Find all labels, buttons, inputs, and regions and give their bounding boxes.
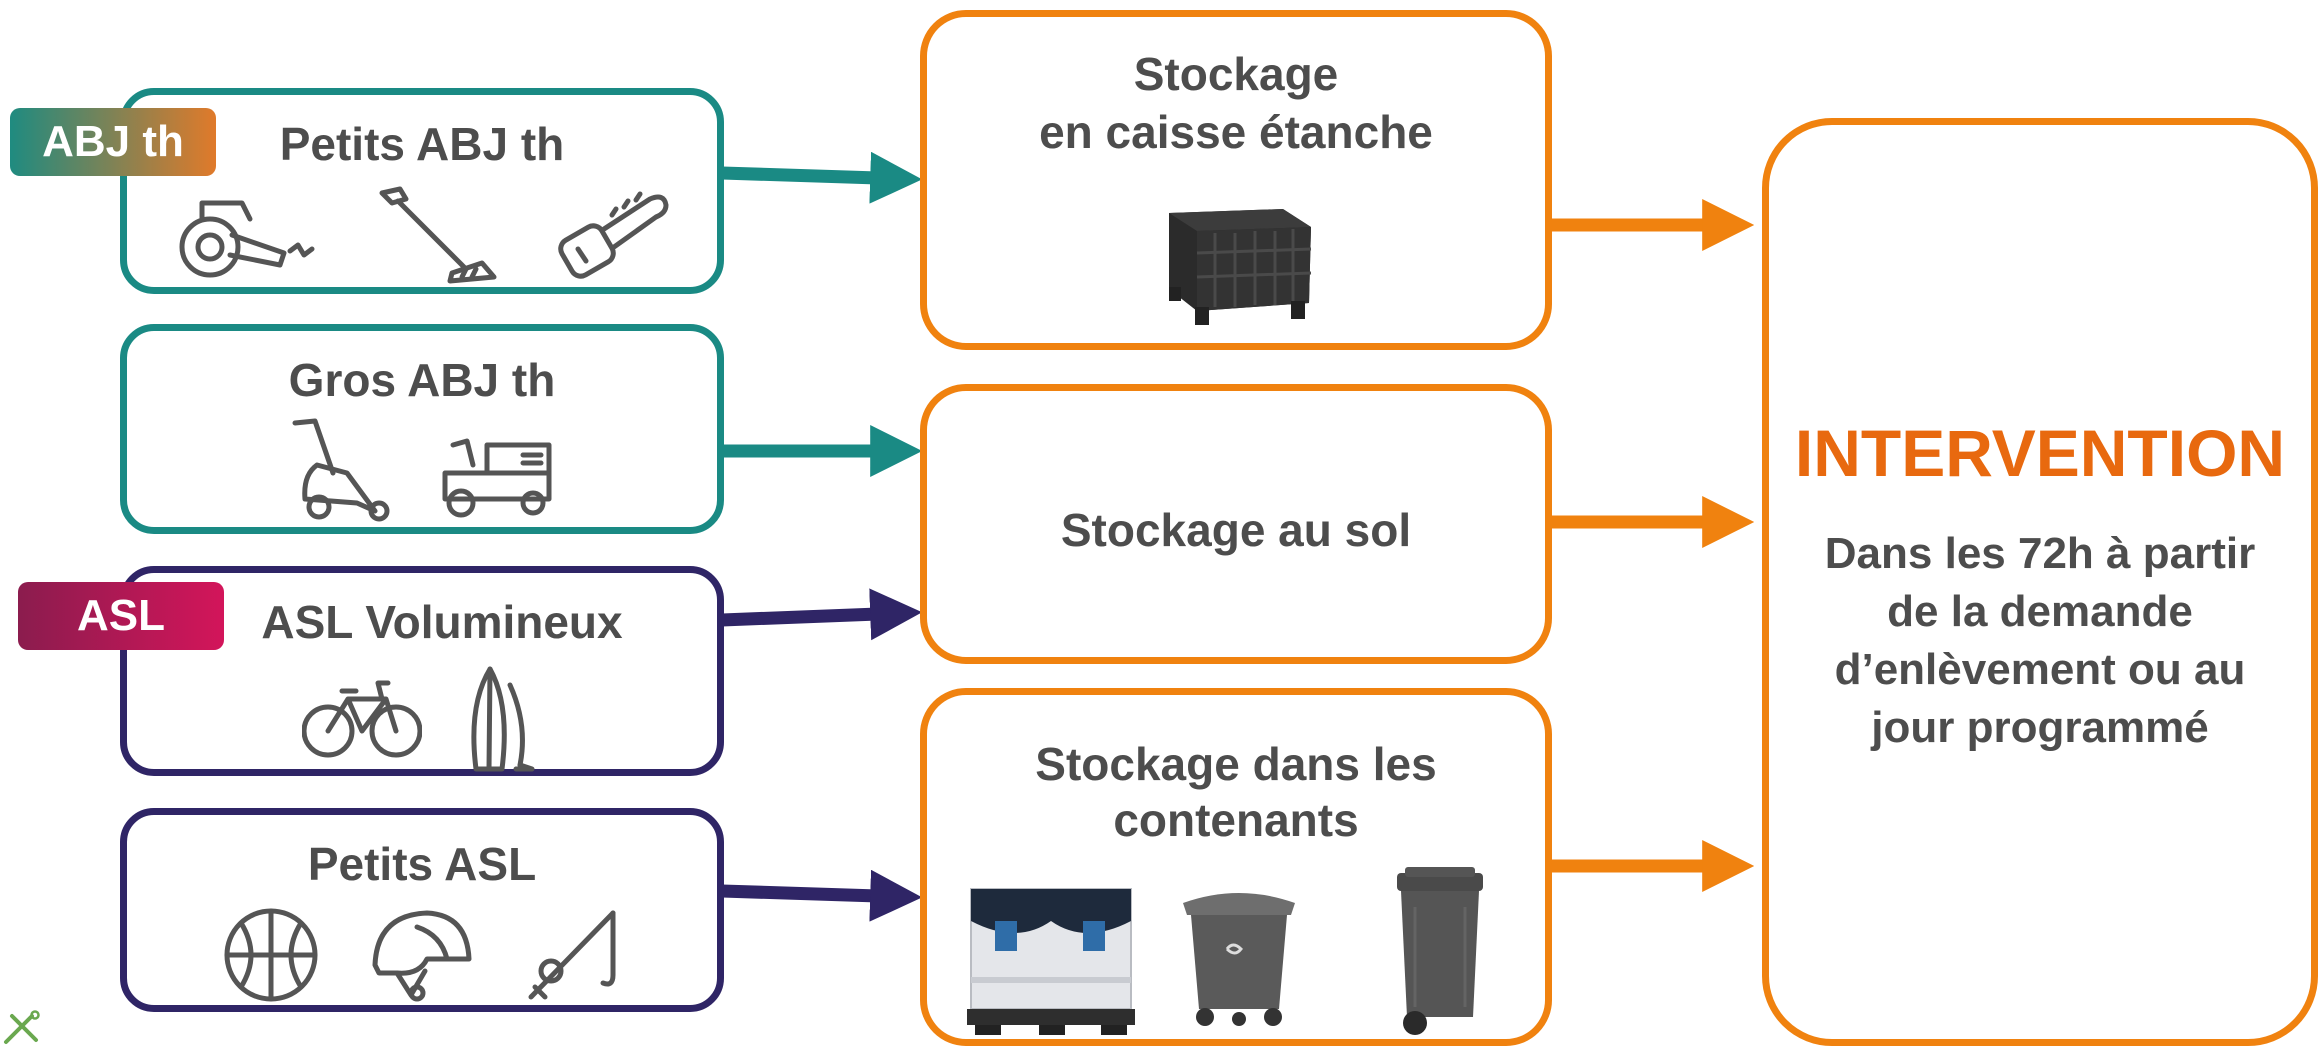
intervention-line: jour programmé <box>1871 703 2209 752</box>
source-icons <box>127 665 717 775</box>
storage-title-line1: Stockage dans les <box>1035 738 1437 790</box>
chainsaw-icon <box>558 191 669 279</box>
storage-title-line2: en caisse étanche <box>1039 106 1433 158</box>
intervention-line: Dans les 72h à partir <box>1824 529 2256 578</box>
source-title: Petits ASL <box>307 838 537 890</box>
storage-title-line1: Stockage <box>1133 48 1339 100</box>
storage-title-line2: contenants <box>1113 794 1359 846</box>
basketball-icon <box>224 908 318 1002</box>
arrow-petits-abj-to-crate <box>721 151 923 204</box>
arrow-petits-asl-to-containers <box>721 869 923 922</box>
source-title: Petits ABJ th <box>279 118 565 170</box>
corner-logo-icon <box>4 1010 40 1044</box>
source-icons <box>127 905 717 1005</box>
bicycle-icon <box>302 680 422 758</box>
source-icons <box>127 185 717 285</box>
source-box-gros-abj: Gros ABJ th <box>120 324 724 534</box>
wheeled-bin-small-image <box>1397 867 1483 1035</box>
intervention-title: INTERVENTION <box>1794 416 2286 490</box>
intervention-line: de la demande <box>1887 587 2193 636</box>
source-box-petits-asl: Petits ASL <box>120 808 724 1012</box>
source-title: Gros ABJ th <box>288 354 556 406</box>
foldable-container-image <box>967 888 1135 1035</box>
intervention-line: d’enlèvement ou au <box>1834 645 2246 694</box>
intervention-box: INTERVENTION Dans les 72h à partir de la… <box>1762 118 2318 1046</box>
lawn-mower-icon <box>292 418 390 522</box>
ride-on-mower-icon <box>442 438 552 518</box>
tag-abj-th: ABJ th <box>10 108 216 176</box>
fishing-rod-icon <box>528 910 616 1000</box>
source-icons <box>127 415 717 525</box>
leaf-blower-icon <box>179 200 315 278</box>
string-trimmer-icon <box>379 186 497 284</box>
surfboard-icon <box>471 666 535 772</box>
source-title: ASL Volumineux <box>261 596 623 648</box>
source-box-petits-abj: Petits ABJ th <box>120 88 724 294</box>
storage-box-floor: Stockage au sol <box>920 384 1552 664</box>
storage-floor-label: Stockage au sol <box>1060 504 1412 556</box>
storage-box-crate: Stockage en caisse étanche <box>920 10 1552 350</box>
tag-asl: ASL <box>18 582 224 650</box>
arrow-asl-volumineux-to-floor <box>721 588 923 641</box>
intervention-description: Dans les 72h à partir de la demande d’en… <box>1799 525 2281 757</box>
helmet-icon <box>372 910 472 1002</box>
crate-image <box>1169 209 1312 325</box>
storage-box-containers: Stockage dans les contenants <box>920 688 1552 1046</box>
wheeled-bin-large-image <box>1183 893 1295 1026</box>
